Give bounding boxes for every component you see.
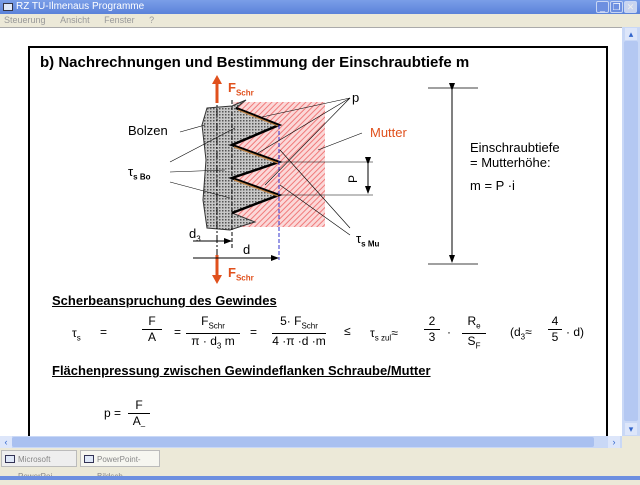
title-bar: RZ TU-Ilmenaus Programme _ ❐ ✕ [0,0,640,14]
depth-label-1: Einschraubtiefe [470,140,560,155]
thread-diagram [169,75,478,284]
menu-fenster[interactable]: Fenster [104,15,135,25]
restore-button[interactable]: ❐ [610,1,623,13]
slide-canvas [0,27,622,436]
menu-help[interactable]: ? [149,15,155,25]
horizontal-scrollbar[interactable]: ‹ › [0,436,622,448]
window-title: RZ TU-Ilmenaus Programme [16,1,145,12]
vertical-scroll-thumb[interactable] [624,41,638,421]
slide-title: b) Nachrechnungen und Bestimmung der Ein… [40,54,470,71]
menu-bar: Steuerung Ansicht Fenster ? [0,14,640,27]
minimize-button[interactable]: _ [596,1,609,13]
depth-label-2: = Mutterhöhe: [470,155,551,170]
scroll-left-button[interactable]: ‹ [0,436,12,448]
section-heading-shear: Scherbeanspruchung des Gewindes [52,293,277,308]
scroll-up-button[interactable]: ▴ [625,28,637,40]
slide-frame [28,46,608,466]
tau-bo-label: τs Bo [128,164,151,182]
menu-steuerung[interactable]: Steuerung [4,15,46,25]
window-icon [5,455,15,463]
taskbar: Microsoft PowerPoi PowerPoint-Bildsch. [0,448,640,481]
vertical-scrollbar[interactable]: ▴ ▾ [622,27,640,436]
close-button[interactable]: ✕ [624,1,637,13]
horizontal-scroll-thumb[interactable] [12,437,594,447]
d3-label: d3 [189,226,201,244]
tau-mu-label: τs Mu [356,231,380,249]
scroll-right-button[interactable]: › [608,436,620,448]
nut-label: Mutter [370,125,407,140]
section-heading-pressure: Flächenpressung zwischen Gewindeflanken … [52,363,431,378]
flank-contact [233,109,279,197]
window-icon [84,455,94,463]
depth-formula: m = P ·i [470,178,515,193]
leader-lines [169,97,363,236]
pitch-label: P [346,174,361,184]
app-icon [3,3,13,11]
taskbar-item-slideshow[interactable]: PowerPoint-Bildsch. [80,450,160,481]
bolt-label: Bolzen [128,123,168,138]
scroll-down-button[interactable]: ▾ [625,423,637,435]
force-label-bottom: FSchr [228,265,254,283]
p-label: p [352,90,360,105]
menu-ansicht[interactable]: Ansicht [60,15,90,25]
force-label-top: FSchr [228,80,254,98]
d-label: d [243,242,251,257]
bottom-edge [0,476,640,480]
taskbar-item-powerpoint[interactable]: Microsoft PowerPoi [1,450,77,481]
